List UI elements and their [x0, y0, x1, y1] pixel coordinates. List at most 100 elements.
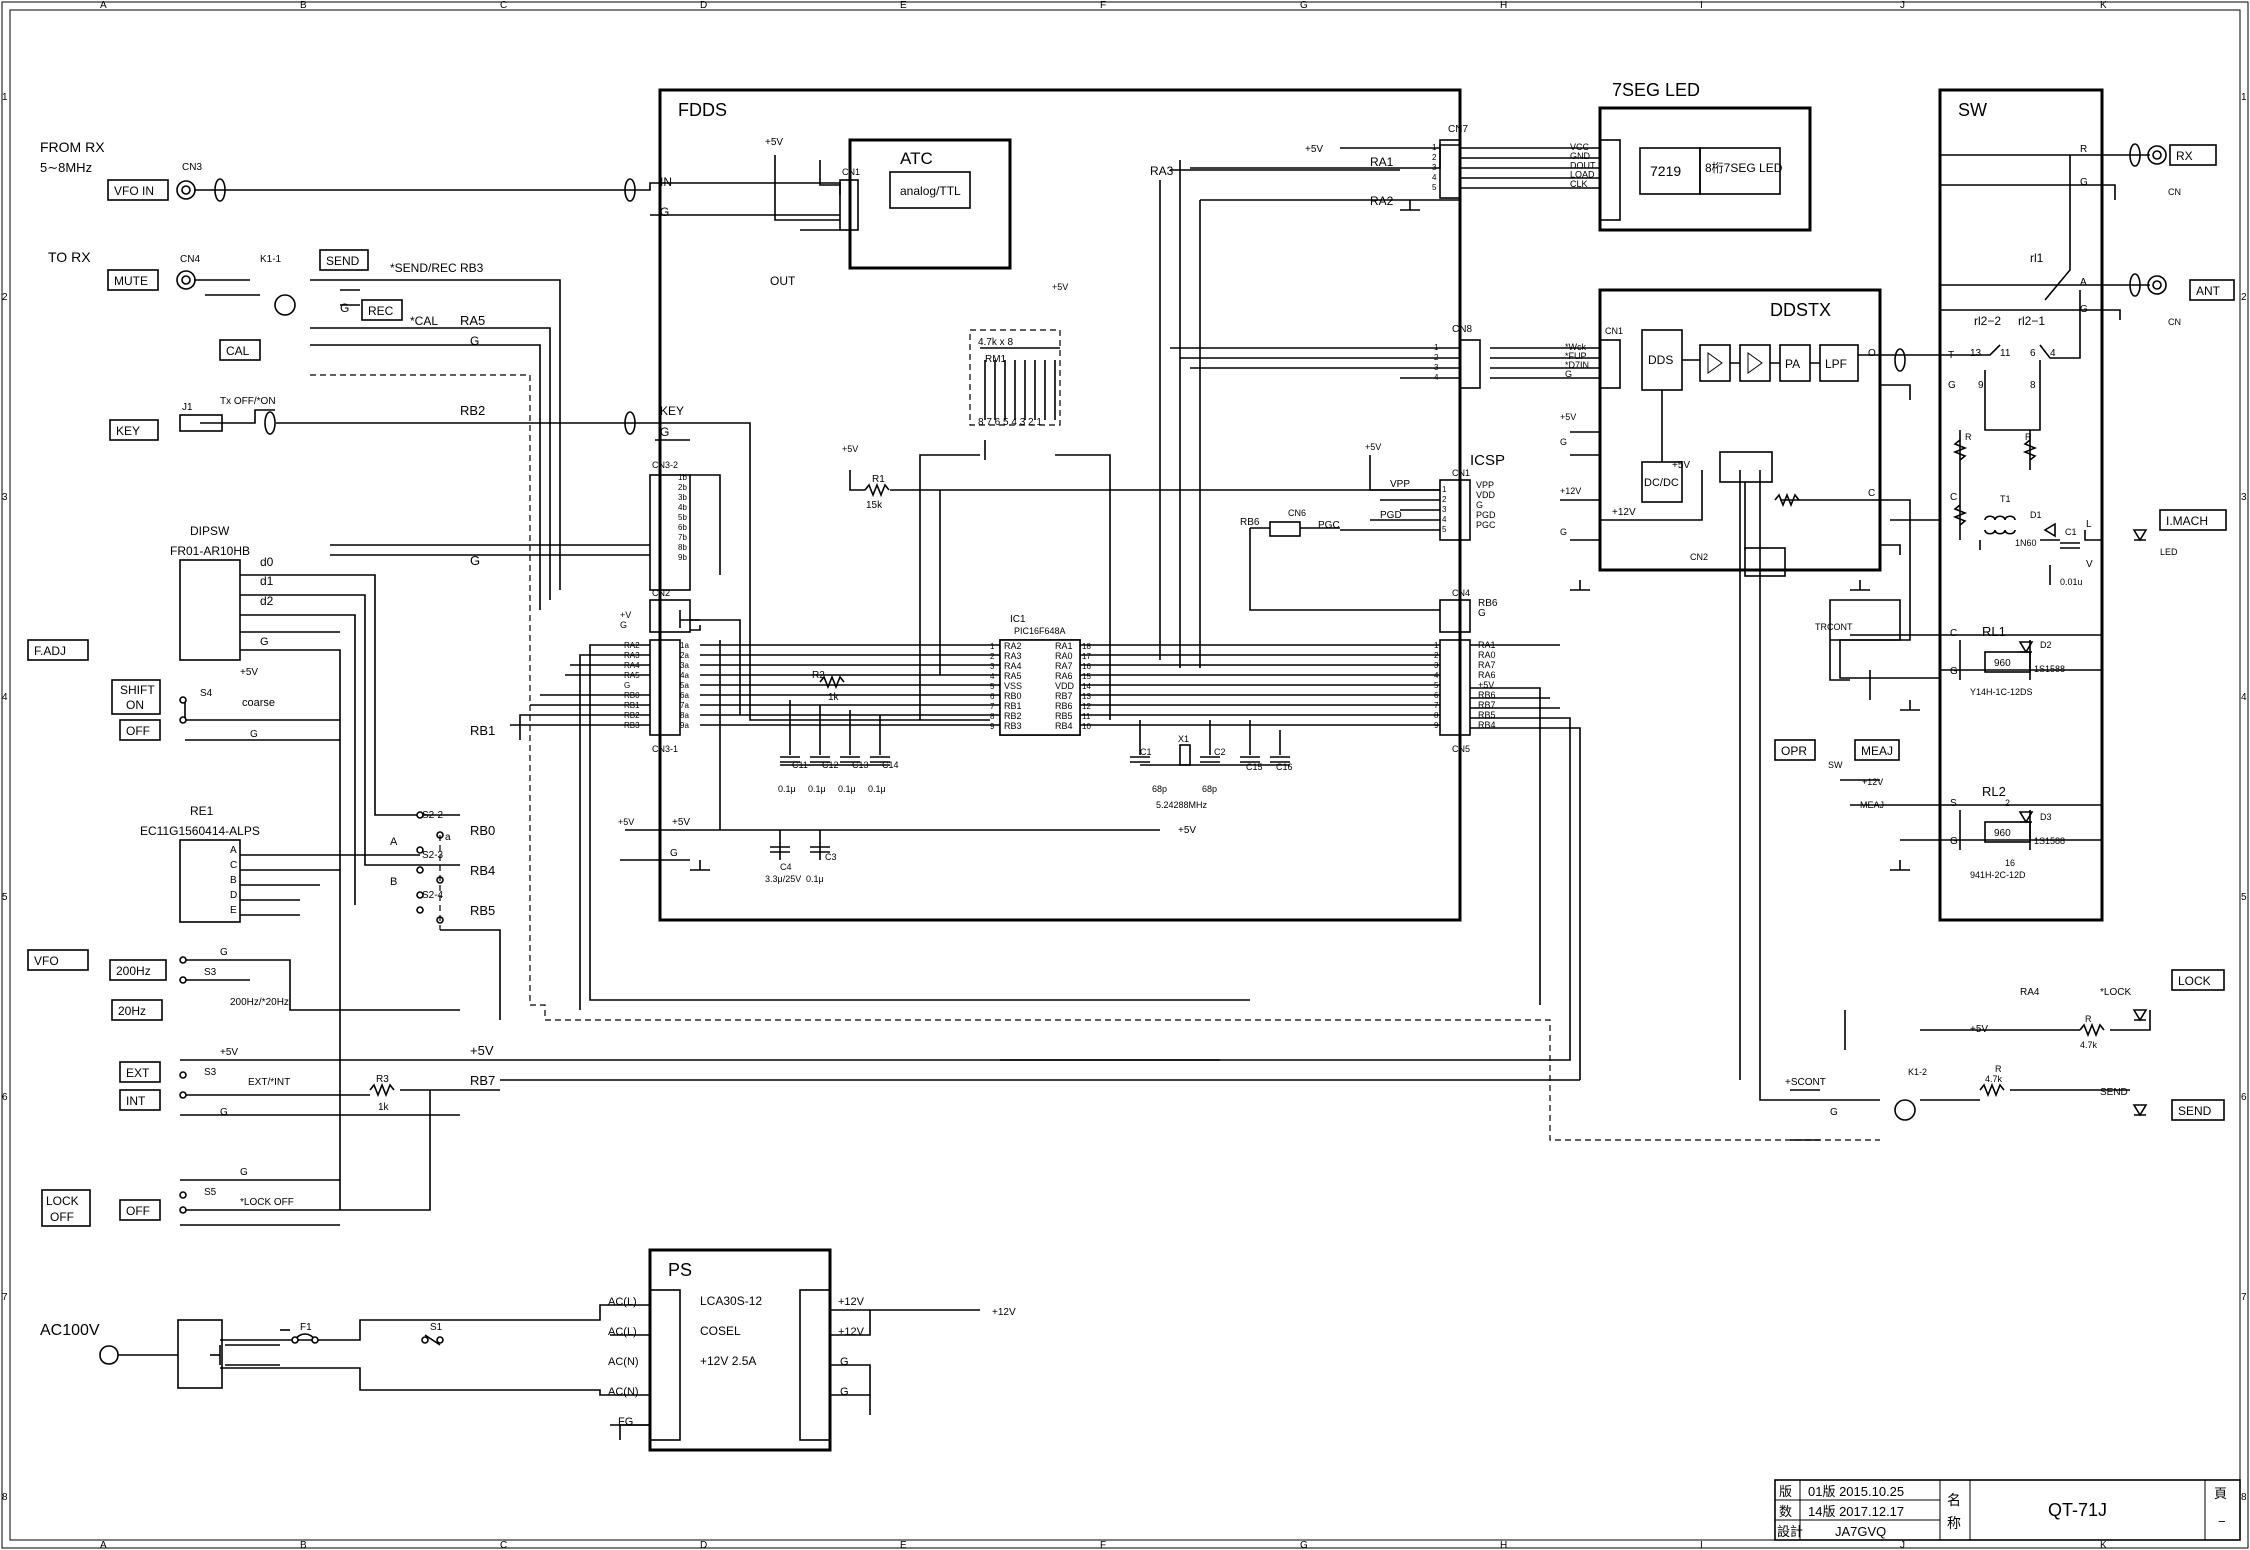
count-label: 数 — [1779, 1504, 1792, 1519]
diode-icon — [2043, 522, 2056, 538]
send-right-label: SEND — [2178, 1104, 2212, 1118]
p5v-ddstx-2: +5V — [1672, 460, 1690, 471]
ic1-pin-ra4: RA4 — [1004, 661, 1022, 671]
range-label: 5∼8MHz — [40, 160, 92, 175]
svg-text:S: S — [1950, 798, 1957, 809]
ac-plug-icon — [99, 1345, 119, 1365]
svg-text:R: R — [2085, 1014, 2092, 1024]
led-icon — [2132, 529, 2148, 542]
relay-coil-icon — [1894, 1099, 1916, 1121]
ic1-ref: IC1 — [1010, 614, 1026, 625]
cap-label: C12 — [822, 760, 839, 770]
rb6-label: RB6 — [1240, 517, 1260, 528]
seg-title: 7SEG LED — [1612, 80, 1700, 100]
cn5-pin: RB4 — [1478, 720, 1496, 730]
k12-label: K1-2 — [1908, 1067, 1927, 1077]
svg-text:CN: CN — [2168, 317, 2181, 327]
d0-label: d0 — [260, 555, 274, 569]
cn31-pin: 8a — [680, 711, 689, 720]
ra4-label: RA4 — [2020, 987, 2040, 998]
trcont-label: TRCONT — [1815, 622, 1853, 632]
svg-text:G: G — [2080, 304, 2088, 315]
resistor-icon — [1979, 1082, 2005, 1098]
dcdc-label: DC/DC — [1644, 477, 1679, 489]
cn7-pin-number: 4 — [1432, 173, 1437, 182]
ps-12v-1: +12V — [838, 1296, 865, 1308]
mute-label: MUTE — [114, 274, 148, 288]
grid-column-label: F — [1100, 0, 1106, 11]
cn31-left-pin: RA5 — [624, 671, 640, 680]
cn5-pin: +5V — [1478, 680, 1494, 690]
switch-contact-icon — [179, 696, 187, 704]
s1-label: S1 — [430, 1322, 443, 1333]
vfo-in-label: VFO IN — [114, 184, 154, 198]
p5v-long-label: +5V — [470, 1043, 494, 1058]
cn32-pin: 1b — [678, 473, 687, 482]
svg-text:G: G — [1560, 437, 1567, 447]
ic1-pin-ra1: RA1 — [1055, 641, 1073, 651]
grid-row-label: 1 — [2241, 92, 2247, 103]
ic1-pin-number: 11 — [1082, 712, 1091, 721]
rl21-label: rl2−1 — [2018, 314, 2045, 328]
g-s4-label: G — [250, 729, 258, 740]
cap-value: 0.1μ — [868, 784, 886, 794]
rm1pins-label: 8 7 6 5 4 3 2 1 — [978, 417, 1042, 428]
ic1-pin-ra6: RA6 — [1055, 671, 1073, 681]
coarse-label: coarse — [242, 697, 275, 709]
edition-2: 14版 2017.12.17 — [1808, 1504, 1904, 1519]
capacitor-icon — [2060, 542, 2080, 549]
grid-column-label: G — [1300, 0, 1308, 11]
cn4-label-fdds: CN4 — [1452, 588, 1470, 598]
grid-column-label: G — [1300, 1540, 1308, 1550]
lock-off-label-2: OFF — [50, 1210, 74, 1224]
ps-g-1: G — [840, 1356, 849, 1368]
c4-label: C4 — [780, 862, 792, 872]
ic1-pin-number: 18 — [1082, 642, 1091, 651]
ac100v-label: AC100V — [40, 1322, 100, 1339]
p12v-ddstx-2: +12V — [1612, 507, 1636, 518]
svg-text:G: G — [220, 1107, 228, 1118]
s23-label: S2-3 — [422, 850, 444, 861]
ps-maker: COSEL — [700, 1324, 741, 1338]
o-port: O — [1868, 348, 1876, 359]
d1v-sw-label: 1N60 — [2015, 538, 2037, 548]
cal-label-box — [219, 339, 261, 361]
svg-text:C: C — [1950, 628, 1957, 639]
ic1-part: PIC16F648A — [1014, 626, 1066, 636]
title-block: 版 数 設計 01版 2015.10.25 14版 2017.12.17 JA7… — [1774, 1479, 2241, 1541]
grid-row-label: 4 — [2241, 692, 2247, 703]
ic1-pin-rb2: RB2 — [1004, 711, 1022, 721]
seg-ic: 7219 — [1650, 163, 1681, 179]
rb5-label: RB5 — [470, 903, 495, 918]
acn-2: AC(N) — [608, 1386, 639, 1398]
hz200-label-box — [109, 959, 167, 981]
edition-1: 01版 2015.10.25 — [1808, 1484, 1904, 1499]
key-net-label: KEY — [660, 404, 684, 418]
rm1-label: RM1 — [985, 354, 1007, 365]
acl-1: AC(L) — [608, 1296, 637, 1308]
cn32-pin: 2b — [678, 483, 687, 492]
pa-label: PA — [1785, 357, 1800, 371]
grid-column-label: H — [1500, 0, 1507, 11]
ra2-label: RA2 — [1370, 194, 1394, 208]
rl1-label: rl1 — [2030, 251, 2044, 265]
ic1-pin-number: 10 — [1082, 722, 1091, 731]
c3-label: C3 — [825, 852, 837, 862]
cn7-pin-gnd: GND — [1570, 151, 1591, 161]
cn5-pin: RA1 — [1478, 640, 1496, 650]
cap-value: 0.1μ — [778, 784, 796, 794]
designer: JA7GVQ — [1835, 1524, 1886, 1539]
cn5-pin-number: 4 — [1434, 671, 1439, 680]
sw-block: SW — [1938, 88, 2104, 922]
cn7-pin-clk: CLK — [1570, 179, 1588, 189]
ic1-pin-number: 2 — [990, 652, 995, 661]
x1-label: X1 — [1178, 734, 1189, 744]
sw-title: SW — [1958, 100, 1987, 120]
cn32-pin: 7b — [678, 533, 687, 542]
svg-text:D2: D2 — [2040, 640, 2052, 650]
seg-disp: 8桁7SEG LED — [1705, 161, 1783, 175]
grid-row-label: 3 — [2, 492, 8, 503]
grid-column-label: E — [900, 1540, 907, 1550]
opr-label: OPR — [1781, 744, 1807, 758]
ic1-pin-number: 12 — [1082, 702, 1091, 711]
